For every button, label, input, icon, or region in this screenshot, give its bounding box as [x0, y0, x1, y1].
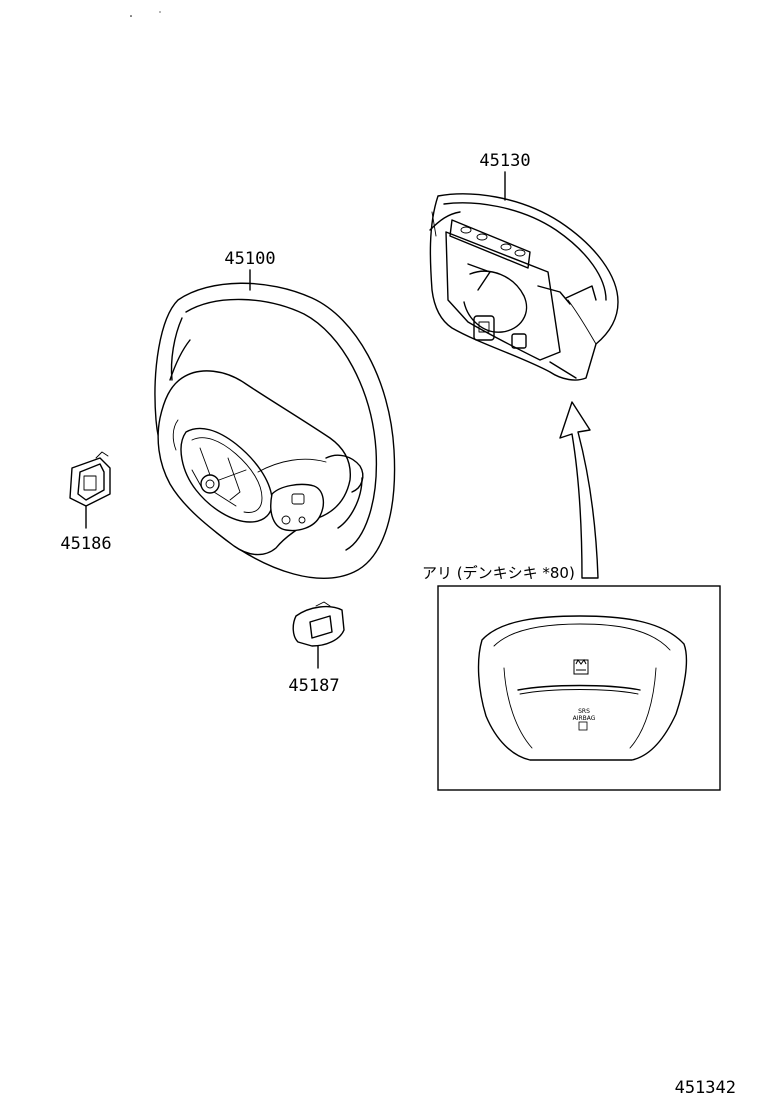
inset-srs-text: SRS	[578, 708, 590, 715]
part-number-45187: 45187	[288, 676, 339, 696]
variant-arrow	[559, 401, 599, 579]
crown-emblem	[573, 659, 589, 675]
left-cover-drawing	[69, 451, 111, 529]
part-number-45130: 45130	[479, 151, 530, 171]
part-number-45186: 45186	[60, 534, 111, 554]
variant-caption: アリ (デ゙ンキシキ *80)	[422, 564, 575, 582]
variant-inset: SRS AIRBAG	[437, 585, 721, 791]
inset-airbag-text: AIRBAG	[573, 715, 596, 722]
steering-wheel-drawing	[154, 269, 396, 579]
illustration-id: 451342	[675, 1078, 736, 1098]
scan-specks	[130, 11, 161, 17]
part-number-45100: 45100	[224, 249, 275, 269]
horn-pad-drawing	[429, 171, 619, 381]
right-cover-drawing	[292, 601, 345, 669]
inset-badge-icon	[578, 721, 588, 731]
